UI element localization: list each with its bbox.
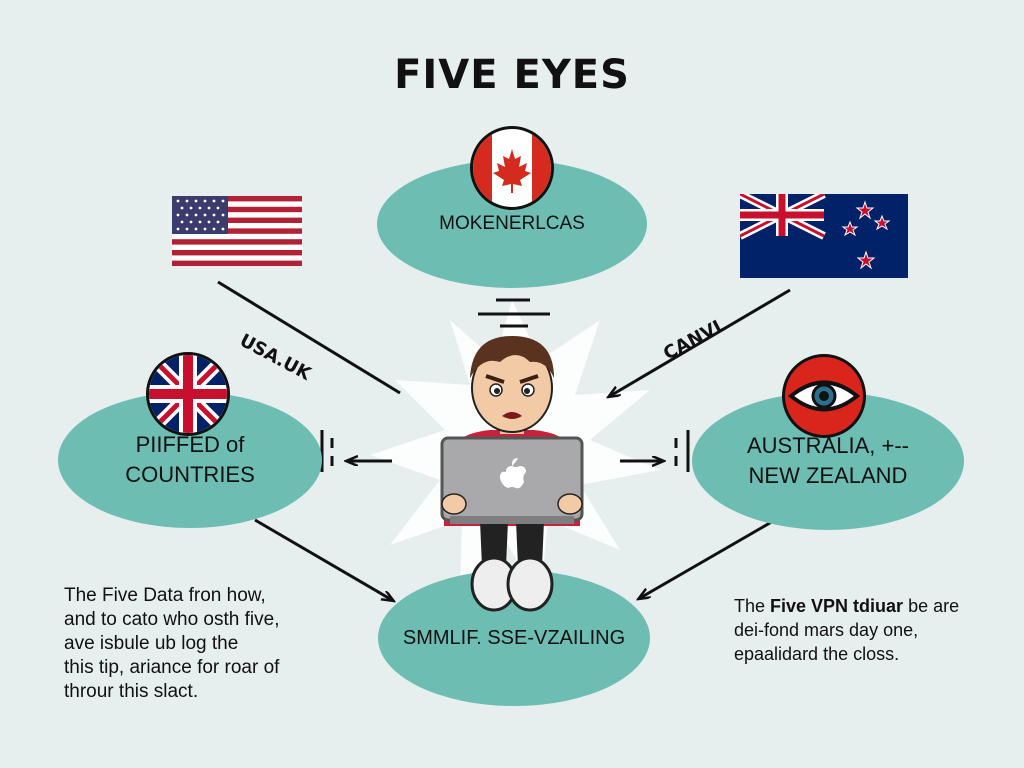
node-right-label-line2: NEW ZEALAND [748, 463, 908, 488]
new-zealand-flag-icon [740, 194, 908, 278]
left-tick-marks [320, 430, 334, 472]
description-right: The Five VPN tdiuar be are dei-fond mars… [734, 594, 1014, 666]
canada-flag-icon [470, 126, 554, 210]
description-right-suffix: be are dei-fond mars day one, epaalidard… [734, 596, 960, 664]
edge-right-bottom-arrow [640, 518, 776, 598]
description-right-prefix: The [734, 596, 771, 616]
usa-flag-icon [172, 196, 302, 266]
node-right: AUSTRALIA, +-- NEW ZEALAND [692, 392, 964, 530]
description-left: The Five Data fron how, and to cato who … [64, 585, 280, 702]
eye-icon [782, 354, 866, 438]
description-right-bold: Five VPN tdiuar [770, 596, 904, 616]
person-icon [420, 326, 604, 616]
edge-usa-line [217, 280, 401, 395]
edge-left-bottom-arrow [254, 518, 392, 600]
node-left-label-line2: COUNTRIES [125, 462, 255, 487]
node-top-label: MOKENERLCAS [439, 213, 585, 234]
right-tick-marks [674, 430, 690, 472]
node-bottom-label: SMMLIF. SSE-VZAILING [402, 626, 626, 649]
node-left-label-line1: PIIFFED of [135, 432, 245, 457]
edge-nz-arrow [610, 288, 791, 396]
page-title: FIVE EYES [394, 52, 630, 98]
top-tick-marks [478, 298, 550, 328]
uk-flag-icon [146, 352, 230, 436]
